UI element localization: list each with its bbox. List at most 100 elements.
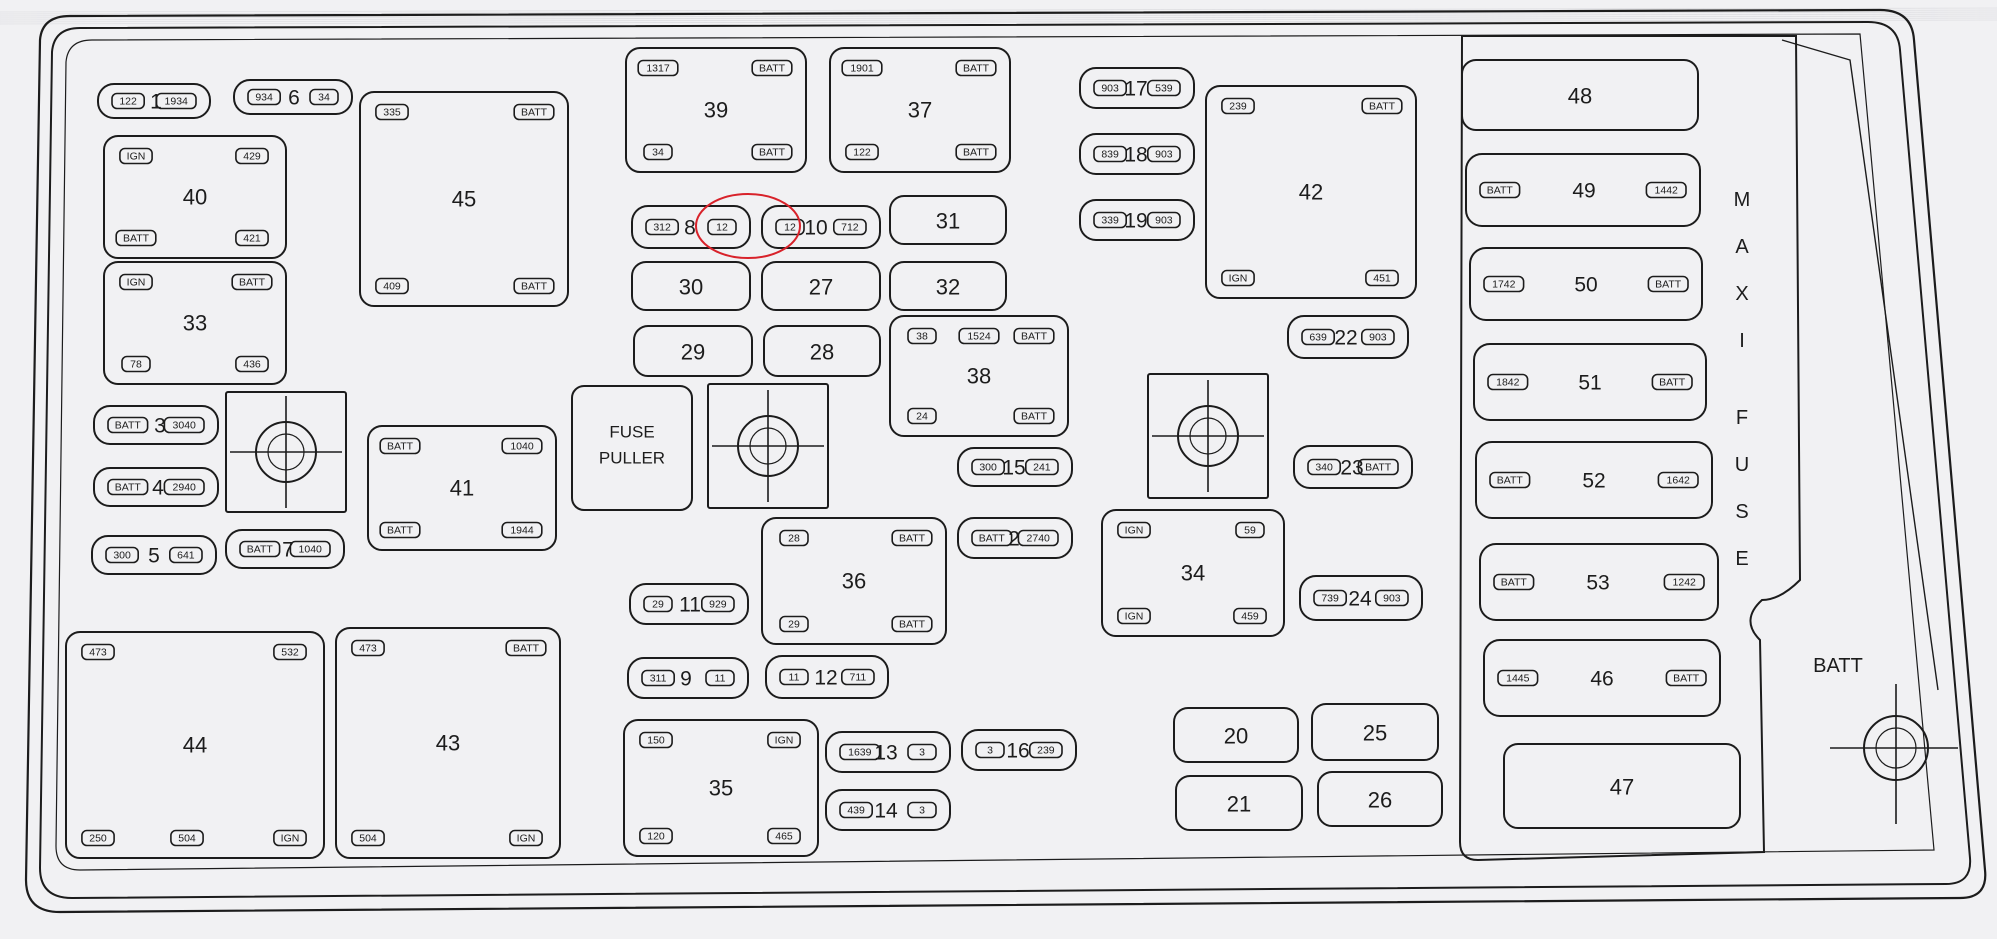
terminal-pin	[839, 801, 874, 819]
fuse-number: 47	[1610, 775, 1634, 800]
terminal-label: 311	[650, 673, 667, 685]
terminal-label: 903	[1155, 215, 1173, 227]
terminal-label: 1040	[299, 544, 323, 556]
terminal-pin	[1651, 373, 1693, 391]
relay-number: 41	[450, 476, 474, 501]
terminal-pin	[767, 731, 801, 749]
terminal-pin	[907, 743, 937, 761]
terminal-label: 250	[89, 833, 107, 845]
fuse-number: 49	[1572, 180, 1595, 203]
terminal-pin	[1361, 97, 1403, 115]
fuse-outline	[825, 731, 951, 773]
fuse-outline	[961, 729, 1077, 771]
terminal-label: 421	[243, 233, 261, 245]
terminal-pin	[1663, 573, 1705, 591]
terminal-label: BATT	[1021, 331, 1048, 343]
fuse-outline	[633, 325, 753, 377]
fuse-number: 23	[1340, 457, 1363, 480]
fuse-number: 29	[681, 340, 705, 365]
fuse-32: 32	[889, 261, 1007, 311]
fuse-outline	[91, 535, 217, 575]
terminal-pin	[839, 743, 881, 761]
terminal-label: 11	[789, 672, 800, 684]
terminal-label: 339	[1101, 215, 1119, 227]
relay-number: 44	[183, 733, 207, 758]
terminal-pin	[845, 143, 879, 161]
fuse-outline	[1079, 67, 1195, 109]
terminal-label: BATT	[247, 544, 274, 556]
relay-number: 37	[908, 98, 932, 123]
terminal-label: BATT	[979, 533, 1006, 545]
fuse-outline	[761, 261, 881, 311]
terminal-pin	[751, 59, 793, 77]
fuse-outline	[1079, 199, 1195, 241]
terminal-label: 839	[1101, 149, 1119, 161]
fuse-number: 7	[282, 539, 294, 562]
maxi-fuse-letter: I	[1739, 330, 1745, 352]
fuse-outline	[1079, 133, 1195, 175]
terminal-label: IGN	[127, 277, 146, 289]
terminal-label: IGN	[1125, 525, 1144, 537]
terminal-label: 436	[243, 359, 261, 371]
terminal-label: 1901	[850, 63, 874, 75]
terminal-label: 29	[788, 619, 800, 631]
terminal-pin	[1013, 407, 1055, 425]
terminal-pin	[637, 59, 679, 77]
terminal-pin	[375, 277, 409, 295]
terminal-label: 3040	[173, 420, 197, 432]
fuse-number: 19	[1124, 210, 1147, 233]
relay-number: 39	[704, 98, 728, 123]
terminal-label: IGN	[1125, 611, 1144, 623]
terminal-label: 122	[853, 147, 871, 159]
terminal-label: 2940	[173, 482, 197, 494]
terminal-pin	[119, 147, 153, 165]
terminal-pin	[121, 355, 151, 373]
terminal-label: 335	[383, 107, 401, 119]
terminal-pin	[513, 103, 555, 121]
terminal-label: 12	[716, 222, 728, 234]
terminal-pin	[1221, 97, 1255, 115]
fuse-28: 28	[763, 325, 881, 377]
terminal-pin	[775, 218, 805, 236]
relay-outline	[103, 261, 287, 385]
terminal-pin	[169, 546, 203, 564]
mounting-stud-left	[225, 391, 347, 513]
fuse-number: 26	[1368, 788, 1392, 813]
terminal-pin	[907, 407, 937, 425]
stud-frame	[707, 383, 829, 509]
stud-frame	[225, 391, 347, 513]
relay-number: 35	[709, 776, 733, 801]
terminal-pin	[1493, 573, 1535, 591]
terminal-label: 929	[709, 599, 727, 611]
terminal-label: 1442	[1655, 185, 1679, 197]
relay-number: 38	[967, 364, 991, 389]
terminal-pin	[247, 88, 282, 106]
terminal-label: 641	[177, 550, 195, 562]
maxi-fuse-letter: E	[1735, 548, 1748, 570]
terminal-pin	[111, 92, 146, 110]
terminal-pin	[115, 229, 157, 247]
terminal-pin	[955, 143, 997, 161]
fuse-number: 28	[810, 340, 834, 365]
terminal-label: 639	[1309, 332, 1327, 344]
terminal-pin	[1221, 269, 1255, 287]
terminal-label: 1317	[646, 63, 670, 75]
relay-number: 43	[436, 731, 460, 756]
terminal-label: 241	[1033, 462, 1051, 474]
terminal-pin	[1029, 741, 1063, 759]
fuse-number: 11	[679, 594, 701, 617]
fuse-outline	[631, 261, 751, 311]
fuse-20: 20	[1173, 707, 1299, 763]
fuse-30: 30	[631, 261, 751, 311]
fuse-number: 24	[1348, 588, 1372, 611]
fuse-outline	[233, 79, 353, 115]
